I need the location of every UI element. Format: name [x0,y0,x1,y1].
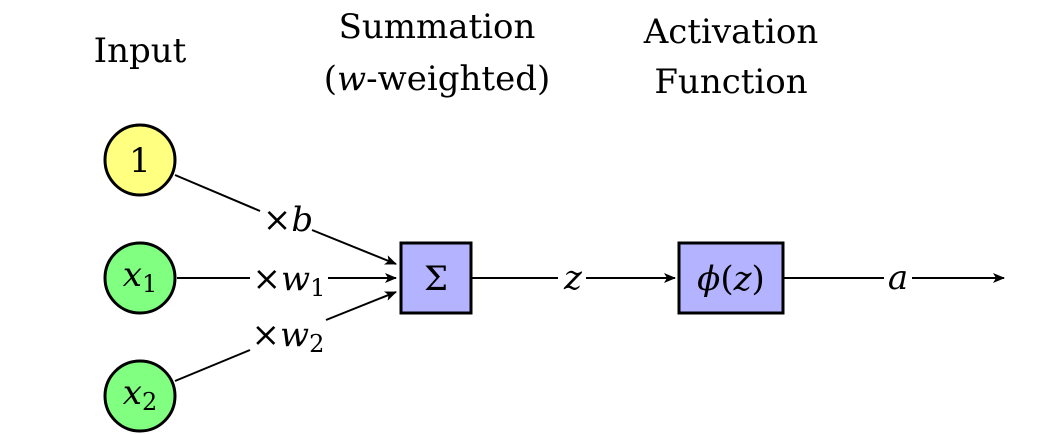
edge-a-label: a [888,258,908,298]
header-input: Input [94,31,187,71]
input-x2-node [103,359,177,433]
activation-node [677,241,785,315]
header-activation-line1: Activation [643,12,819,52]
bias-node [103,123,177,197]
activation-label: ϕ(z) [697,259,765,299]
bias-var: b [291,200,313,240]
x1-var: x [123,255,142,295]
header-summation-line2: (w-weighted) [324,59,550,99]
header-summation-rest: -weighted) [366,59,550,99]
edge-bias-weight-label: ×b [263,200,313,240]
times-symbol: × [263,200,292,240]
input-x1-label: x1 [123,255,157,298]
edge-z-label: z [563,258,583,298]
x2-subscript: 2 [142,388,157,416]
header-summation-line1: Summation [339,7,536,47]
header-activation-line2: Function [654,62,807,102]
edge-x2-segment2 [325,291,397,321]
edge-bias-segment2 [311,229,397,265]
times-symbol: × [253,259,282,299]
summation-symbol: Σ [424,259,448,299]
header-summation-var: w [337,59,366,99]
w2-var: w [280,315,309,355]
input-x1-node [103,241,177,315]
w1-subscript: 1 [310,274,325,302]
times-symbol: × [252,315,281,355]
x2-var: x [123,373,142,413]
w2-subscript: 2 [309,330,324,358]
w1-var: w [281,259,310,299]
input-x2-label: x2 [123,373,157,416]
header-summation-paren: ( [324,59,337,99]
paren-close: ) [752,259,765,299]
edge-w1-weight-label: ×w1 [253,259,326,302]
edge-x2-segment1 [174,349,251,382]
edge-w2-weight-label: ×w2 [252,315,325,358]
activation-arg: z [733,259,753,299]
x1-subscript: 1 [142,270,157,298]
paren-open: ( [720,259,733,299]
edge-bias-segment1 [174,174,261,212]
phi-symbol: ϕ [697,259,720,299]
bias-node-label: 1 [129,141,151,181]
summation-node [399,241,473,315]
